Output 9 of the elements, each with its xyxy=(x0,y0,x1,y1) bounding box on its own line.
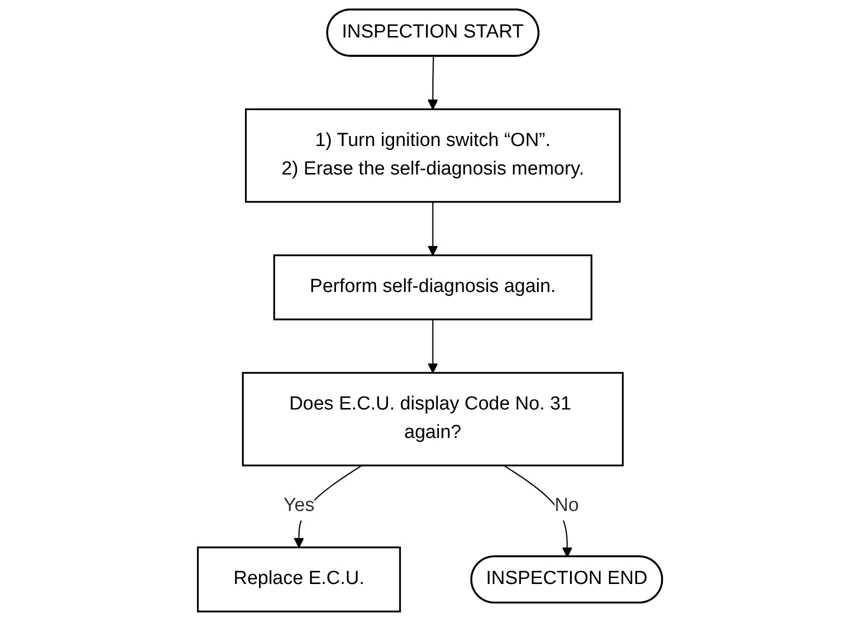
arrow xyxy=(428,319,438,374)
node-box: Does E.C.U. display Code No. 31 again? xyxy=(242,372,624,466)
arrow xyxy=(428,56,438,110)
node-box: Replace E.C.U. xyxy=(196,546,401,612)
node-box: 1) Turn ignition switch “ON”. 2) Erase the self-diagnosis memory. xyxy=(244,108,621,203)
edge-label: Yes xyxy=(283,496,314,516)
edge-label: No xyxy=(554,496,579,516)
arrow xyxy=(428,202,438,256)
node-box: Perform self-diagnosis again. xyxy=(273,254,592,320)
